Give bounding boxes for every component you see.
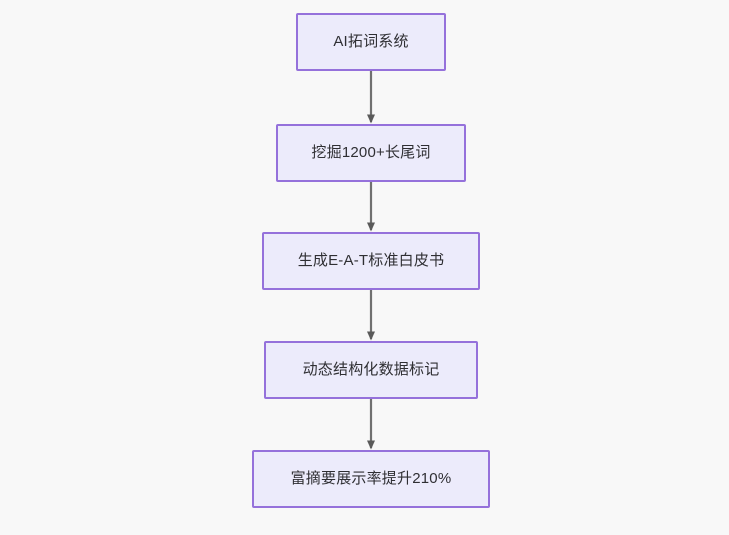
flowchart-node-ai-keyword-system[interactable]: AI拓词系统 — [296, 13, 446, 71]
flowchart-node-rich-snippet-rate-increase[interactable]: 富摘要展示率提升210% — [252, 450, 490, 508]
flowchart-node-generate-eat-whitepaper[interactable]: 生成E-A-T标准白皮书 — [262, 232, 480, 290]
node-label: AI拓词系统 — [333, 33, 409, 50]
node-label: 生成E-A-T标准白皮书 — [297, 252, 445, 269]
node-label: 挖掘1200+长尾词 — [311, 144, 431, 161]
node-label: 富摘要展示率提升210% — [290, 470, 452, 487]
node-label: 动态结构化数据标记 — [302, 361, 440, 378]
flowchart-node-mine-longtail-keywords[interactable]: 挖掘1200+长尾词 — [276, 124, 466, 182]
flowchart-node-dynamic-structured-data-markup[interactable]: 动态结构化数据标记 — [264, 341, 478, 399]
